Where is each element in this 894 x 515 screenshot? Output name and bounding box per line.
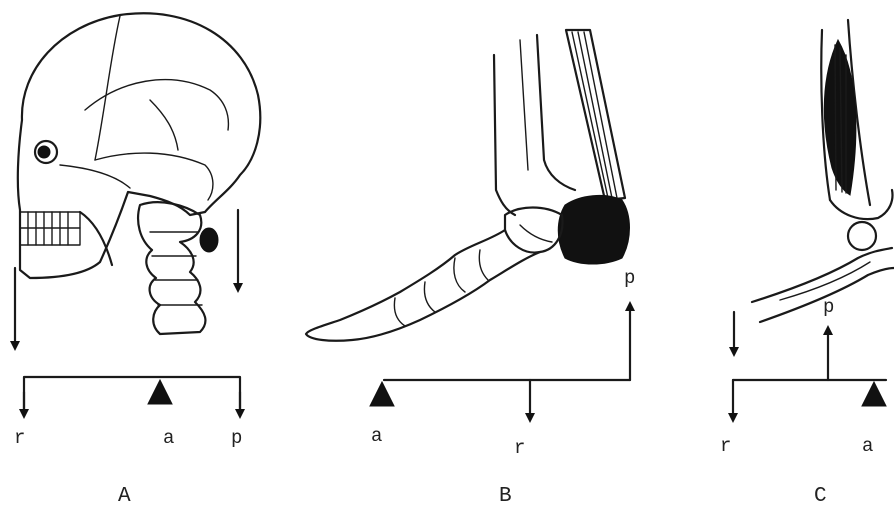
label-p: p	[624, 267, 635, 289]
fulcrum-triangle	[148, 380, 172, 404]
label-a: a	[371, 425, 382, 447]
label-r: r	[720, 435, 731, 457]
fulcrum-triangle	[862, 382, 886, 406]
fulcrum-triangle	[370, 382, 394, 406]
caption-c: C	[814, 485, 827, 508]
panel-a: r a p A	[14, 13, 260, 508]
panel-c: r a p C	[720, 20, 894, 508]
label-a: a	[163, 427, 174, 449]
label-r: r	[514, 437, 525, 459]
arm-illustration	[752, 20, 894, 322]
skull-illustration	[18, 13, 260, 334]
foot-illustration	[306, 30, 630, 341]
label-r: r	[14, 427, 25, 449]
panel-b: a r p B	[306, 30, 635, 508]
lever-bar	[24, 377, 240, 412]
label-a: a	[862, 435, 873, 457]
caption-a: A	[118, 485, 131, 508]
label-p: p	[231, 427, 242, 449]
caption-b: B	[499, 485, 512, 508]
label-p: p	[823, 296, 834, 318]
